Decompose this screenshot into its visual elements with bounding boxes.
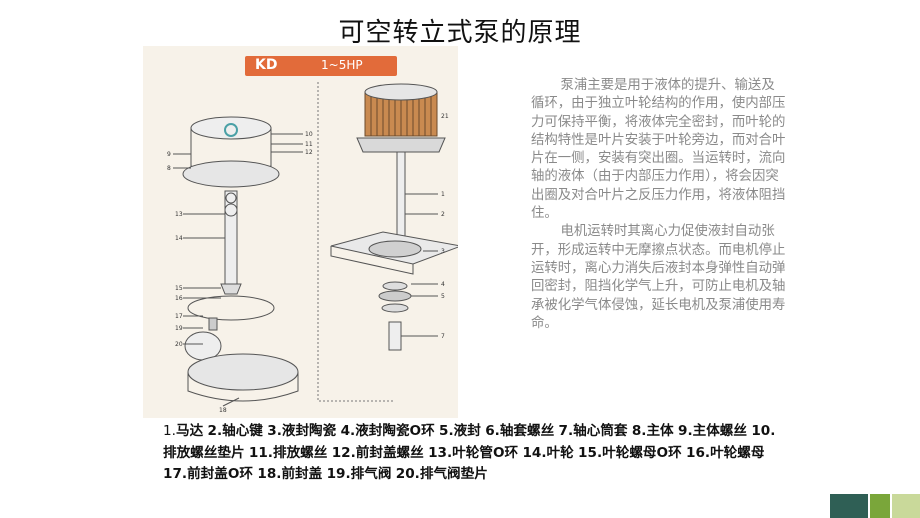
legend-item-number: 13. xyxy=(428,444,453,461)
deco-bar-mid xyxy=(870,494,890,518)
legend-item-number: 2. xyxy=(207,423,223,439)
legend-item: 8.主体 xyxy=(632,423,674,439)
legend-item-number: 4. xyxy=(340,423,356,439)
legend-item: 15.叶轮螺母O环 xyxy=(578,445,682,461)
legend-item-number: 8. xyxy=(631,423,647,439)
legend-item: 11.排放螺丝 xyxy=(249,445,327,461)
legend-item-name: 排放螺丝垫片 xyxy=(163,444,245,461)
callout-16: 16 xyxy=(175,295,183,302)
callout-4: 4 xyxy=(441,281,445,288)
legend-item-name: 叶轮螺母O环 xyxy=(602,444,682,461)
callout-13: 13 xyxy=(175,211,183,218)
legend-item-name: 排气阀垫片 xyxy=(419,466,488,482)
callout-3: 3 xyxy=(441,248,445,255)
legend-item: 19.排气阀 xyxy=(327,466,392,482)
legend-item: 1.马达 xyxy=(163,423,203,439)
legend-item: 16.叶轮螺母 xyxy=(686,445,764,461)
legend-item-number: 7. xyxy=(558,423,574,439)
legend-item-number: 15. xyxy=(578,444,603,461)
callout-12: 12 xyxy=(305,149,313,156)
description-paragraph-2: 电机运转时其离心力促使液封自动张开，形成运转中无摩擦点状态。而电机停止运转时，离… xyxy=(531,224,786,331)
callout-10: 10 xyxy=(305,131,313,138)
callout-11: 11 xyxy=(305,141,313,148)
callout-1: 1 xyxy=(441,191,445,198)
callout-5: 5 xyxy=(441,293,445,300)
parts-legend: 1.马达 2.轴心键 3.液封陶瓷 4.液封陶瓷O环 5.液封 6.轴套螺丝 7… xyxy=(163,421,788,486)
legend-item-name: 轴心筒套 xyxy=(573,423,628,439)
legend-item: 18.前封盖 xyxy=(257,466,322,482)
legend-item-number: 3. xyxy=(267,423,282,439)
legend-item-name: 前封盖O环 xyxy=(187,466,254,482)
legend-item: 10. 排放螺丝垫片 xyxy=(163,423,775,461)
deco-bar-light xyxy=(892,494,920,518)
deco-bar-dark xyxy=(830,494,868,518)
legend-item-name: 液封 xyxy=(453,423,481,439)
legend-item-name: 叶轮管O环 xyxy=(452,444,519,461)
legend-item-name: 主体螺丝 xyxy=(692,423,747,439)
legend-item: 3.液封陶瓷 xyxy=(267,423,336,439)
callout-17: 17 xyxy=(175,313,183,320)
model-label: KD xyxy=(255,57,278,73)
exploded-view-drawing: 10 11 12 9 8 13 14 15 16 17 19 20 18 21 … xyxy=(167,82,458,414)
legend-item-number: 10. xyxy=(751,423,776,439)
legend-item-number: 9. xyxy=(677,423,693,439)
legend-item: 20.排气阀垫片 xyxy=(396,466,488,482)
legend-item-number: 17. xyxy=(163,466,188,482)
legend-item-number: 6. xyxy=(485,423,500,439)
model-badge: KD 1~5HP xyxy=(245,56,397,76)
description-paragraph-1: 泵浦主要是用于液体的提升、输送及循环，由于独立叶轮结构的作用，使内部压力可保持平… xyxy=(531,78,786,222)
legend-item: 13.叶轮管O环 xyxy=(428,445,518,461)
legend-item-number: 16. xyxy=(686,444,711,461)
legend-item: 14.叶轮 xyxy=(522,445,573,461)
callout-19: 19 xyxy=(175,325,183,332)
legend-item-number: 20. xyxy=(395,466,420,482)
legend-item-name: 前封盖 xyxy=(281,466,323,482)
callout-20: 20 xyxy=(175,341,183,348)
legend-item-number: 5. xyxy=(439,423,454,439)
legend-item: 17.前封盖O环 xyxy=(163,466,253,482)
part-number-callouts: 10 11 12 9 8 13 14 15 16 17 19 20 18 21 … xyxy=(167,113,449,414)
slide-title: 可空转立式泵的原理 xyxy=(338,18,582,48)
callout-8: 8 xyxy=(167,165,171,172)
legend-item: 7.轴心筒套 xyxy=(559,423,628,439)
legend-item-number: 11. xyxy=(248,444,273,461)
legend-item-name: 前封盖螺丝 xyxy=(355,444,424,461)
legend-item: 6.轴套螺丝 xyxy=(485,423,554,439)
legend-item-name: 液封陶瓷 xyxy=(281,423,337,439)
legend-item-number: 12. xyxy=(331,444,356,461)
callout-14: 14 xyxy=(175,235,183,242)
legend-item-name: 叶轮螺母 xyxy=(710,444,765,461)
callout-21: 21 xyxy=(441,113,449,120)
callout-18: 18 xyxy=(219,407,227,414)
callout-7: 7 xyxy=(441,333,445,340)
legend-item-name: 排放螺丝 xyxy=(272,444,328,461)
legend-item-number: 19. xyxy=(326,466,351,482)
legend-item: 9.主体螺丝 xyxy=(678,423,747,439)
legend-item: 4.液封陶瓷O环 xyxy=(341,423,435,439)
legend-item-name: 叶轮 xyxy=(546,444,574,461)
legend-item-name: 轴套螺丝 xyxy=(499,423,555,439)
legend-item-number: 18. xyxy=(257,466,282,482)
power-label: 1~5HP xyxy=(321,58,363,72)
callout-15: 15 xyxy=(175,285,183,292)
callout-9: 9 xyxy=(167,151,171,158)
corner-decoration xyxy=(830,494,920,518)
legend-item: 12.前封盖螺丝 xyxy=(332,445,424,461)
legend-item-name: 主体 xyxy=(646,423,674,439)
legend-item: 2.轴心键 xyxy=(208,423,263,439)
legend-item-number: 1. xyxy=(163,423,176,439)
legend-item-name: 液封陶瓷O环 xyxy=(355,423,435,439)
pump-exploded-diagram: KD 1~5HP xyxy=(143,46,458,418)
legend-item-name: 排气阀 xyxy=(350,466,392,482)
callout-2: 2 xyxy=(441,211,445,218)
legend-item-name: 轴心键 xyxy=(222,423,263,439)
legend-item-name: 马达 xyxy=(175,423,204,439)
legend-item: 5.液封 xyxy=(439,423,481,439)
description-text: 泵浦主要是用于液体的提升、输送及循环，由于独立叶轮结构的作用，使内部压力可保持平… xyxy=(531,77,787,333)
legend-item-number: 14. xyxy=(522,444,547,461)
